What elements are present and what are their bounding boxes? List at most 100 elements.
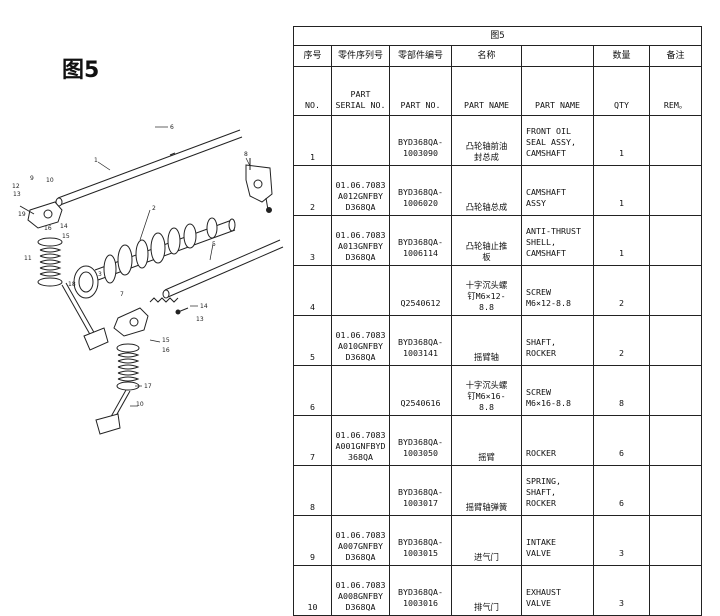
cell-serial: 01.06.7083 A007GNFBY D368QA xyxy=(331,515,390,566)
shaft-spring xyxy=(149,297,179,303)
cell-name-cn: 凸轮轴止推 板 xyxy=(451,215,522,266)
cell-remark xyxy=(649,215,702,266)
cell-remark xyxy=(649,515,702,566)
table-row: 2 01.06.7083 A012GNFBY D368QA BYD368QA- … xyxy=(293,165,702,216)
svg-text:16: 16 xyxy=(44,225,52,232)
table-row: 9 01.06.7083 A007GNFBY D368QA BYD368QA- … xyxy=(293,515,702,566)
cell-no: 1 xyxy=(293,115,332,166)
header-cn-no: 序号 xyxy=(293,45,332,67)
header-en-partno: PART NO. xyxy=(389,66,452,116)
cell-name-en: SHAFT, ROCKER xyxy=(521,315,594,366)
parts-table-container: 图5 序号 零件序列号 零部件编号 名称 数量 备注 NO. PART SERI… xyxy=(293,26,702,616)
cell-serial xyxy=(331,265,390,316)
valve-spring-upper xyxy=(37,237,63,287)
cell-part-no: BYD368QA- 1003050 xyxy=(389,415,452,466)
cell-remark xyxy=(649,165,702,216)
cell-name-en: SCREW M6×16-8.8 xyxy=(521,365,594,416)
cell-part-no: BYD368QA- 1006020 xyxy=(389,165,452,216)
cell-part-no: BYD368QA- 1003141 xyxy=(389,315,452,366)
camshaft xyxy=(94,217,236,284)
cell-qty: 1 xyxy=(593,165,650,216)
cell-name-en: SPRING, SHAFT, ROCKER xyxy=(521,465,594,516)
svg-text:12: 12 xyxy=(12,183,20,190)
cell-name-cn: 凸轮轴前油 封总成 xyxy=(451,115,522,166)
cell-qty: 1 xyxy=(593,115,650,166)
svg-text:6: 6 xyxy=(170,124,174,131)
cell-name-en: ANTI-THRUST SHELL, CAMSHAFT xyxy=(521,215,594,266)
cell-remark xyxy=(649,265,702,316)
cell-remark xyxy=(649,465,702,516)
svg-text:9: 9 xyxy=(30,175,34,182)
table-row: 8 BYD368QA- 1003017 摇臂轴弹簧 SPRING, SHAFT,… xyxy=(293,465,702,516)
header-en-name-en: PART NAME xyxy=(521,66,594,116)
cell-serial: 01.06.7083 A012GNFBY D368QA xyxy=(331,165,390,216)
cell-qty: 2 xyxy=(593,265,650,316)
cell-no: 4 xyxy=(293,265,332,316)
rocker-shaft-upper xyxy=(55,129,243,207)
callout-numbers: 6 1 8 12 13 9 10 19 14 15 16 11 2 5 3 18… xyxy=(12,124,248,408)
svg-text:19: 19 xyxy=(18,211,26,218)
svg-text:10: 10 xyxy=(136,401,144,408)
header-row-cn: 序号 零件序列号 零部件编号 名称 数量 备注 xyxy=(293,45,702,67)
cell-name-cn: 摇臂 xyxy=(451,415,522,466)
cell-part-no: BYD368QA- 1003090 xyxy=(389,115,452,166)
table-row: 4 Q2540612 十字沉头螺 钉M6×12- 8.8 SCREW M6×12… xyxy=(293,265,702,316)
cell-name-cn: 进气门 xyxy=(451,515,522,566)
cell-part-no: Q2540616 xyxy=(389,365,452,416)
cell-qty: 6 xyxy=(593,465,650,516)
table-row: 1 BYD368QA- 1003090 凸轮轴前油 封总成 FRONT OIL … xyxy=(293,115,702,166)
oil-seal xyxy=(73,265,99,299)
cell-name-cn: 凸轮轴总成 xyxy=(451,165,522,216)
cell-serial xyxy=(331,115,390,166)
rocker-shaft-lower xyxy=(162,239,284,299)
svg-text:5: 5 xyxy=(212,241,216,248)
cell-serial xyxy=(331,465,390,516)
cell-no: 9 xyxy=(293,515,332,566)
cell-no: 8 xyxy=(293,465,332,516)
header-cn-name: 名称 xyxy=(451,45,522,67)
cell-no: 2 xyxy=(293,165,332,216)
cell-qty: 3 xyxy=(593,515,650,566)
screw xyxy=(175,307,189,315)
exhaust-valve xyxy=(95,389,131,435)
svg-text:11: 11 xyxy=(24,255,32,262)
cell-no: 5 xyxy=(293,315,332,366)
svg-text:2: 2 xyxy=(152,205,156,212)
svg-text:13: 13 xyxy=(196,316,204,323)
svg-text:18: 18 xyxy=(68,281,76,288)
cell-name-cn: 摇臂轴弹簧 xyxy=(451,465,522,516)
cell-name-cn: 摇臂轴 xyxy=(451,315,522,366)
table-row: 6 Q2540616 十字沉头螺 钉M6×16- 8.8 SCREW M6×16… xyxy=(293,365,702,416)
cell-remark xyxy=(649,415,702,466)
header-cn-serial: 零件序列号 xyxy=(331,45,390,67)
header-cn-name-en xyxy=(521,45,594,67)
svg-text:7: 7 xyxy=(120,291,124,298)
cell-part-no: Q2540612 xyxy=(389,265,452,316)
cell-name-en: SCREW M6×12-8.8 xyxy=(521,265,594,316)
cell-remark xyxy=(649,315,702,366)
svg-text:1: 1 xyxy=(94,157,98,164)
leader-lines xyxy=(97,126,251,407)
bracket xyxy=(245,158,273,213)
cell-serial: 01.06.7083 A008GNFBY D368QA xyxy=(331,565,390,616)
svg-text:14: 14 xyxy=(60,223,68,230)
svg-text:17: 17 xyxy=(144,383,152,390)
header-cn-remark: 备注 xyxy=(649,45,702,67)
valve-spring-lower xyxy=(116,343,140,391)
cell-remark xyxy=(649,365,702,416)
cell-part-no: BYD368QA- 1006114 xyxy=(389,215,452,266)
cell-qty: 8 xyxy=(593,365,650,416)
header-en-serial: PART SERIAL NO. xyxy=(331,66,390,116)
rocker-arm-upper xyxy=(19,201,63,229)
header-en-no: NO. xyxy=(293,66,332,116)
cell-name-en: EXHAUST VALVE xyxy=(521,565,594,616)
header-en-name: PART NAME xyxy=(451,66,522,116)
cell-qty: 2 xyxy=(593,315,650,366)
table-row: 5 01.06.7083 A010GNFBY D368QA BYD368QA- … xyxy=(293,315,702,366)
cell-name-en: ROCKER xyxy=(521,415,594,466)
svg-text:15: 15 xyxy=(162,337,170,344)
cell-qty: 6 xyxy=(593,415,650,466)
cell-no: 6 xyxy=(293,365,332,416)
cell-qty: 3 xyxy=(593,565,650,616)
header-en-remark: REM。 xyxy=(649,66,702,116)
